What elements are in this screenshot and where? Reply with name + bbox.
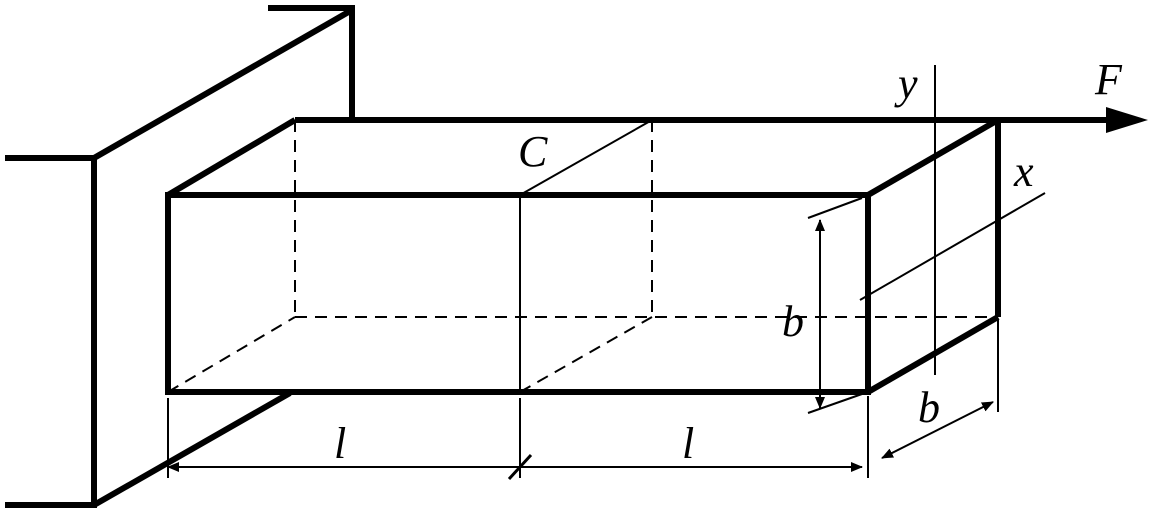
section-c-lines [519, 119, 653, 392]
length-dimensions [167, 398, 863, 481]
depth-dimension [867, 320, 999, 478]
y-axis-label: y [898, 59, 918, 108]
depth-b-label: b [918, 383, 940, 432]
height-dimension [807, 197, 863, 414]
length-left-label: l [334, 419, 347, 468]
axes [859, 65, 1046, 375]
x-axis-label: x [1014, 147, 1034, 196]
beam-outline [165, 117, 1001, 395]
force-arrow [998, 107, 1148, 133]
wall-support [5, 5, 355, 508]
point-c-label: C [518, 127, 548, 176]
hidden-edges [167, 120, 998, 393]
height-b-label: b [782, 297, 804, 346]
x-axis-line [859, 192, 1046, 301]
force-label: F [1095, 55, 1122, 104]
length-right-label: l [682, 419, 695, 468]
